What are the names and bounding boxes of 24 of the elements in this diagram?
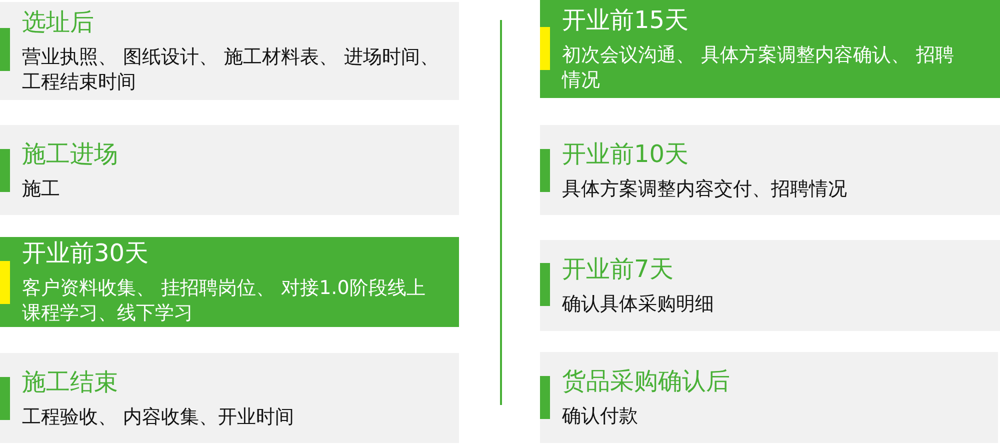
stage-card [540, 125, 1000, 215]
stage-heading: 施工进场 [22, 138, 118, 168]
stage-description: 工程验收、 内容收集、开业时间 [22, 404, 294, 430]
stage-description: 确认付款 [562, 404, 638, 429]
stage-heading: 开业前10天 [562, 138, 689, 168]
stage-description: 确认具体采购明细 [562, 292, 714, 317]
stage-card [0, 353, 459, 443]
stage-card [540, 352, 998, 443]
highlighted-stage-card [540, 0, 1000, 98]
stage-card [0, 2, 459, 100]
highlighted-stage-card [0, 237, 459, 327]
stage-description: 具体方案调整内容交付、招聘情况 [562, 176, 847, 202]
stage-description: 施工 [22, 176, 60, 202]
stage-heading: 货品采购确认后 [562, 366, 730, 396]
stage-description: 客户资料收集、 挂招聘岗位、 对接1.0阶段线上课程学习、线下学习 [22, 276, 426, 326]
stage-card [0, 125, 459, 215]
stage-description: 营业执照、 图纸设计、 施工材料表、 进场时间、工程结束时间 [22, 45, 440, 95]
stage-heading: 开业前15天 [562, 5, 689, 35]
stage-heading: 开业前7天 [562, 254, 674, 284]
stage-card [540, 240, 1000, 331]
stage-description: 初次会议沟通、 具体方案调整内容确认、 招聘情况 [562, 43, 956, 93]
stage-heading: 选址后 [22, 7, 94, 37]
stage-heading: 开业前30天 [22, 238, 149, 268]
stage-heading: 施工结束 [22, 366, 118, 396]
